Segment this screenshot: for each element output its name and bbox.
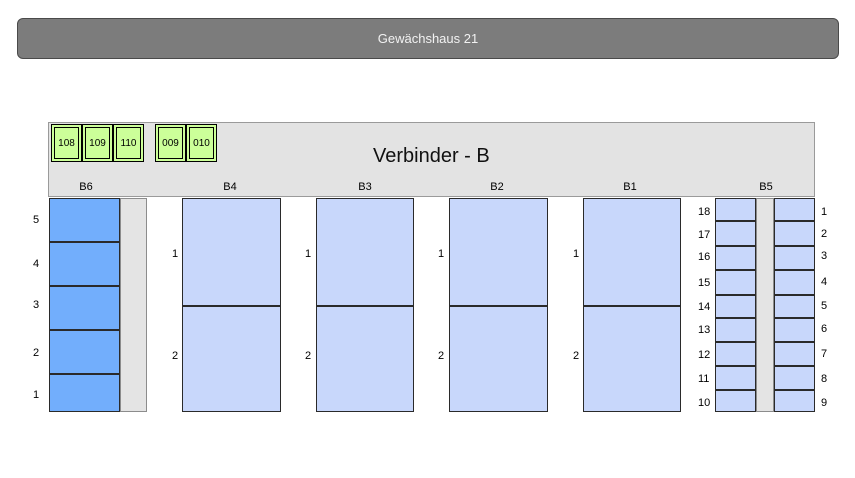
bed-b2-cell-1[interactable] [449,198,548,306]
chip-110[interactable]: 110 [113,124,144,162]
bed-b5-aisle [756,198,774,412]
chip-009[interactable]: 009 [155,124,186,162]
bed-b3-cell-1[interactable] [316,198,414,306]
bed-b5-cell-6[interactable] [774,318,815,342]
bed-b5-row-label: 4 [821,276,828,288]
chip-010[interactable]: 010 [186,124,217,162]
bed-b6-row-label: 3 [33,299,40,311]
bed-b6-cell-4[interactable] [49,242,120,286]
bed-b1-row-label: 1 [573,248,580,260]
bed-b1-cell-1[interactable] [583,198,681,306]
chip-109[interactable]: 109 [82,124,113,162]
bed-b3-row-label: 1 [305,248,312,260]
bed-b5-row-label: 17 [698,229,711,241]
bed-b5-row-label: 1 [821,206,828,218]
bed-b5-row-label: 8 [821,373,828,385]
bed-b5-row-label: 9 [821,397,828,409]
bed-b6-row-label: 4 [33,258,40,270]
bed-b5-row-label: 10 [698,397,711,409]
bed-b5-cell-12[interactable] [715,342,756,366]
bed-b5-cell-16[interactable] [715,246,756,270]
bed-label-b6: B6 [79,181,93,193]
connector-title: Verbinder - B [373,145,490,167]
bed-b4-row-label: 1 [172,248,179,260]
bed-b6-cell-2[interactable] [49,330,120,374]
bed-label-b3: B3 [358,181,372,193]
bed-label-b2: B2 [490,181,504,193]
bed-b6-cell-3[interactable] [49,286,120,330]
bed-b5-cell-7[interactable] [774,342,815,366]
bed-b6-aisle [120,198,147,412]
bed-b5-cell-4[interactable] [774,270,815,295]
bed-b5-cell-3[interactable] [774,246,815,270]
greenhouse-title-bar: Gewächshaus 21 [17,18,839,59]
bed-b4-row-label: 2 [172,350,179,362]
bed-b6-cell-5[interactable] [49,198,120,242]
bed-b2-cell-2[interactable] [449,306,548,412]
bed-b5-cell-5[interactable] [774,295,815,318]
bed-b5-cell-10[interactable] [715,390,756,412]
bed-b6-row-label: 5 [33,214,40,226]
bed-b6-row-label: 1 [33,389,40,401]
bed-b6-row-label: 2 [33,347,40,359]
bed-b2-row-label: 2 [438,350,445,362]
chip-108[interactable]: 108 [51,124,82,162]
bed-b5-cell-17[interactable] [715,221,756,246]
bed-b5-cell-13[interactable] [715,318,756,342]
bed-b6-cell-1[interactable] [49,374,120,412]
bed-b5-row-label: 6 [821,323,828,335]
bed-b3-cell-2[interactable] [316,306,414,412]
bed-b1-row-label: 2 [573,350,580,362]
bed-b5-row-label: 11 [698,373,710,385]
bed-b5-cell-8[interactable] [774,366,815,390]
bed-b1-cell-2[interactable] [583,306,681,412]
bed-b5-row-label: 7 [821,348,828,360]
bed-b2-row-label: 1 [438,248,445,260]
bed-b5-cell-18[interactable] [715,198,756,221]
bed-label-b1: B1 [623,181,637,193]
bed-b5-cell-11[interactable] [715,366,756,390]
bed-b5-cell-1[interactable] [774,198,815,221]
bed-label-b4: B4 [223,181,237,193]
bed-b5-row-label: 2 [821,228,828,240]
bed-b5-cell-14[interactable] [715,295,756,318]
bed-b5-row-label: 5 [821,300,828,312]
bed-b4-cell-1[interactable] [182,198,281,306]
bed-b4-cell-2[interactable] [182,306,281,412]
bed-b3-row-label: 2 [305,350,312,362]
bed-b5-cell-2[interactable] [774,221,815,246]
bed-b5-row-label: 15 [698,277,711,289]
greenhouse-title: Gewächshaus 21 [377,31,479,46]
bed-b5-row-label: 3 [821,250,828,262]
bed-b5-cell-15[interactable] [715,270,756,295]
bed-b5-cell-9[interactable] [774,390,815,412]
bed-b5-row-label: 14 [698,301,711,313]
bed-b5-row-label: 13 [698,324,711,336]
bed-b5-row-label: 18 [698,206,711,218]
bed-label-b5: B5 [759,181,773,193]
bed-b5-row-label: 16 [698,251,711,263]
bed-b5-row-label: 12 [698,349,711,361]
